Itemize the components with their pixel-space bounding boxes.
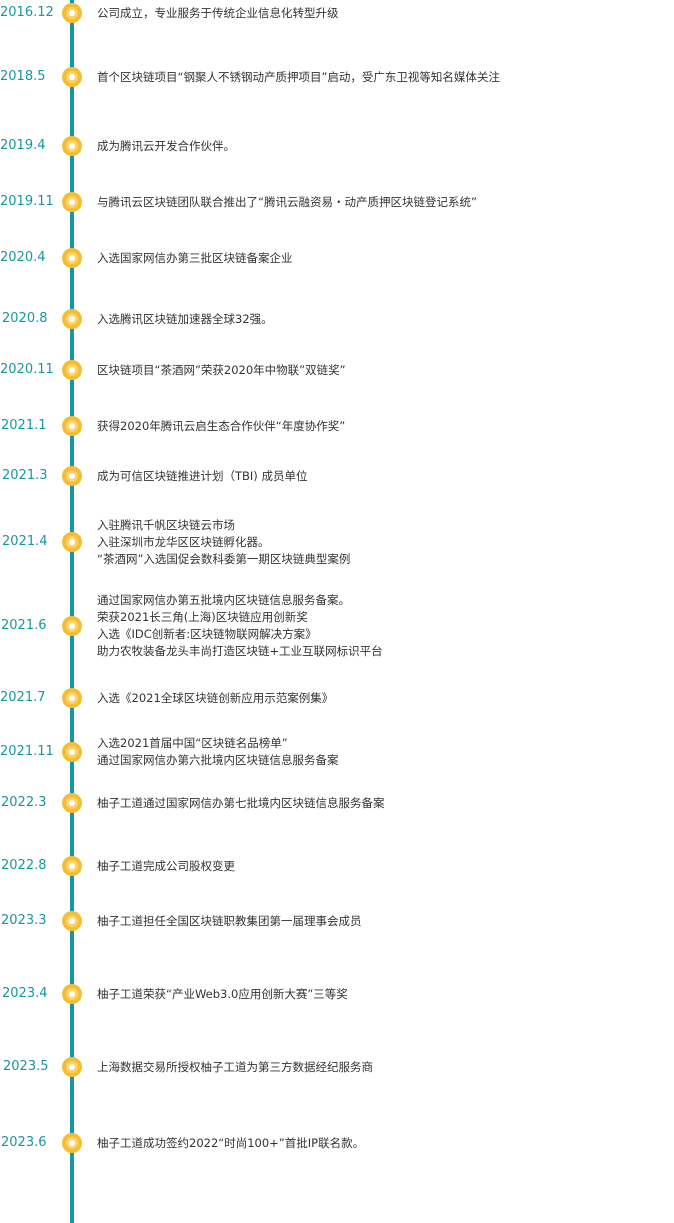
event-description-line: 上海数据交易所授权柚子工道为第三方数据经纪服务商 bbox=[97, 1059, 373, 1074]
event-date: 2016.12 bbox=[0, 5, 54, 20]
timeline-dot-icon bbox=[62, 192, 82, 212]
timeline-dot-icon bbox=[62, 532, 82, 552]
event-description: 柚子工道荣获“产业Web3.0应用创新大赛”三等奖 bbox=[97, 986, 657, 1003]
timeline-dot-icon bbox=[62, 616, 82, 636]
event-description-line: 入驻深圳市龙华区区块链孵化器。 bbox=[97, 534, 270, 549]
event-description: 入选2021首届中国“区块链名品榜单” 通过国家网信办第六批境内区块链信息服务备案 bbox=[97, 735, 657, 769]
timeline-dot-icon bbox=[62, 248, 82, 268]
event-date: 2019.4 bbox=[0, 138, 46, 153]
event-description: 公司成立，专业服务于传统企业信息化转型升级 bbox=[97, 5, 657, 22]
event-description: 获得2020年腾讯云启生态合作伙伴“年度协作奖” bbox=[97, 418, 657, 435]
event-date: 2021.11 bbox=[0, 744, 54, 759]
timeline-dot-icon bbox=[62, 856, 82, 876]
event-description: 成为可信区块链推进计划（TBI) 成员单位 bbox=[97, 468, 657, 485]
event-description: 区块链项目“茶酒网”荣获2020年中物联”双链奖” bbox=[97, 362, 657, 379]
event-description: 首个区块链项目“钢聚人不锈钢动产质押项目”启动，受广东卫视等知名媒体关注 bbox=[97, 69, 657, 86]
timeline-dot-icon bbox=[62, 360, 82, 380]
event-date: 2019.11 bbox=[0, 194, 54, 209]
event-description-line: 柚子工道完成公司股权变更 bbox=[97, 858, 235, 873]
event-description-line: 入选《2021全球区块链创新应用示范案例集》 bbox=[97, 690, 334, 705]
event-date: 2021.4 bbox=[2, 534, 48, 549]
event-description-line: 首个区块链项目“钢聚人不锈钢动产质押项目”启动，受广东卫视等知名媒体关注 bbox=[97, 69, 500, 84]
event-description-line: 荣获2021长三角(上海)区块链应用创新奖 bbox=[97, 610, 308, 624]
event-description-line: 入选2021首届中国“区块链名品榜单” bbox=[97, 736, 288, 750]
timeline-dot-icon bbox=[62, 911, 82, 931]
timeline-dot-icon bbox=[62, 984, 82, 1004]
event-description-line: 与腾讯云区块链团队联合推出了“腾讯云融资易・动产质押区块链登记系统” bbox=[97, 194, 477, 209]
event-description: 通过国家网信办第五批境内区块链信息服务备案。荣获2021长三角(上海)区块链应用… bbox=[97, 592, 657, 660]
event-description: 柚子工道完成公司股权变更 bbox=[97, 858, 657, 875]
event-description: 入选腾讯区块链加速器全球32强。 bbox=[97, 311, 657, 328]
event-description: 入选《2021全球区块链创新应用示范案例集》 bbox=[97, 690, 657, 707]
timeline-dot-icon bbox=[62, 136, 82, 156]
event-description-line: 通过国家网信办第六批境内区块链信息服务备案 bbox=[97, 753, 339, 767]
event-date: 2020.4 bbox=[0, 250, 46, 265]
event-date: 2023.4 bbox=[2, 986, 48, 1001]
timeline-dot-icon bbox=[62, 1133, 82, 1153]
event-date: 2021.6 bbox=[1, 618, 47, 633]
event-description: 成为腾讯云开发合作伙伴。 bbox=[97, 138, 657, 155]
event-description-line: 入选腾讯区块链加速器全球32强。 bbox=[97, 311, 273, 326]
timeline-dot-icon bbox=[62, 67, 82, 87]
event-description: 柚子工道担任全国区块链职教集团第一届理事会成员 bbox=[97, 913, 657, 930]
event-description-line: “茶酒网”入选国促会数科委第一期区块链典型案例 bbox=[97, 551, 351, 566]
event-description-line: 通过国家网信办第五批境内区块链信息服务备案。 bbox=[97, 593, 350, 607]
event-date: 2021.3 bbox=[2, 468, 48, 483]
timeline-dot-icon bbox=[62, 1057, 82, 1077]
event-date: 2020.8 bbox=[2, 311, 48, 326]
event-description-line: 柚子工道荣获“产业Web3.0应用创新大赛”三等奖 bbox=[97, 986, 348, 1001]
event-description: 入驻腾讯千帆区块链云市场入驻深圳市龙华区区块链孵化器。 “茶酒网”入选国促会数科委… bbox=[97, 517, 657, 568]
event-description-line: 入选《IDC创新者:区块链物联网解决方案》 bbox=[97, 627, 317, 641]
event-description-line: 柚子工道成功签约2022“时尚100+”首批IP联名款。 bbox=[97, 1135, 365, 1150]
event-date: 2022.3 bbox=[1, 795, 47, 810]
event-date: 2022.8 bbox=[1, 858, 47, 873]
event-description-line: 区块链项目“茶酒网”荣获2020年中物联”双链奖” bbox=[97, 362, 346, 377]
timeline-dot-icon bbox=[62, 466, 82, 486]
timeline-dot-icon bbox=[62, 688, 82, 708]
event-date: 2023.3 bbox=[1, 913, 47, 928]
event-description: 柚子工道成功签约2022“时尚100+”首批IP联名款。 bbox=[97, 1135, 657, 1152]
timeline-dot-icon bbox=[62, 742, 82, 762]
event-description: 入选国家网信办第三批区块链备案企业 bbox=[97, 250, 657, 267]
event-date: 2020.11 bbox=[0, 362, 54, 377]
event-description-line: 柚子工道担任全国区块链职教集团第一届理事会成员 bbox=[97, 913, 362, 928]
event-description-line: 入驻腾讯千帆区块链云市场 bbox=[97, 517, 235, 532]
event-date: 2021.7 bbox=[0, 690, 46, 705]
event-date: 2023.6 bbox=[1, 1135, 47, 1150]
event-description-line: 柚子工道通过国家网信办第七批境内区块链信息服务备案 bbox=[97, 795, 385, 810]
timeline-dot-icon bbox=[62, 416, 82, 436]
event-description: 上海数据交易所授权柚子工道为第三方数据经纪服务商 bbox=[97, 1059, 657, 1076]
event-description-line: 助力农牧装备龙头丰尚打造区块链+工业互联网标识平台 bbox=[97, 644, 383, 658]
event-date: 2018.5 bbox=[0, 69, 46, 84]
event-description: 柚子工道通过国家网信办第七批境内区块链信息服务备案 bbox=[97, 795, 657, 812]
event-date: 2023.5 bbox=[3, 1059, 49, 1074]
event-description: 与腾讯云区块链团队联合推出了“腾讯云融资易・动产质押区块链登记系统” bbox=[97, 194, 657, 211]
event-description-line: 入选国家网信办第三批区块链备案企业 bbox=[97, 250, 293, 265]
timeline-line bbox=[70, 0, 74, 1223]
timeline-dot-icon bbox=[62, 3, 82, 23]
timeline-dot-icon bbox=[62, 793, 82, 813]
timeline-dot-icon bbox=[62, 309, 82, 329]
event-description-line: 成为可信区块链推进计划（TBI) 成员单位 bbox=[97, 468, 308, 483]
event-description-line: 公司成立，专业服务于传统企业信息化转型升级 bbox=[97, 5, 339, 20]
event-description-line: 获得2020年腾讯云启生态合作伙伴“年度协作奖” bbox=[97, 418, 346, 433]
event-date: 2021.1 bbox=[1, 418, 47, 433]
event-description-line: 成为腾讯云开发合作伙伴。 bbox=[97, 138, 235, 153]
